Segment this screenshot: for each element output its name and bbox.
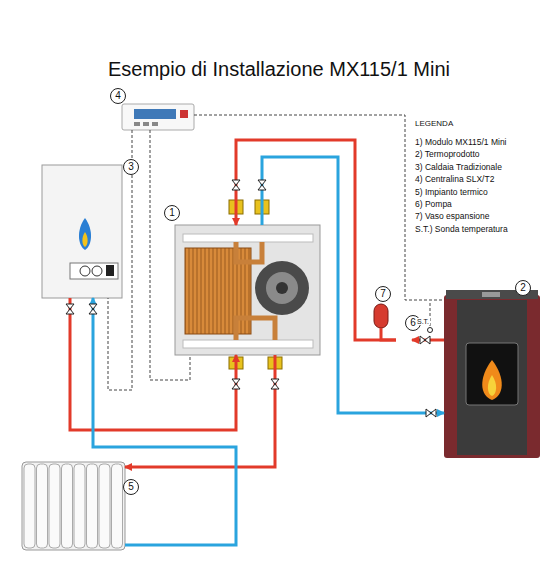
callout-number: 4: [110, 88, 126, 104]
water-pipe: [93, 298, 236, 545]
module-drawing: [175, 200, 320, 369]
legend-row: 4) Centralina SLX/T2: [415, 174, 494, 184]
vessel-drawing: [374, 304, 388, 328]
valve-symbol: [258, 180, 266, 190]
valve-symbol: [271, 379, 279, 389]
boiler-node: 3: [42, 165, 122, 298]
module-node: 1: [175, 225, 320, 355]
legend-text: 1) Modulo MX115/1 Mini: [415, 137, 507, 147]
valve-symbol: [66, 304, 74, 314]
valve-symbol: [420, 336, 430, 344]
legend-row: 6) Pompa: [415, 199, 452, 209]
water-pipe: [381, 328, 396, 340]
legend-text: 5) Impianto termico: [415, 187, 488, 197]
legend-row: 7) Vaso espansione: [415, 211, 490, 221]
legend-text: 2) Termoprodotto: [415, 149, 480, 159]
probe-label: S.T.: [416, 318, 430, 325]
legend-text: 7) Vaso espansione: [415, 211, 490, 221]
legend-row: 5) Impianto termico: [415, 187, 488, 197]
water-pipe: [125, 355, 275, 467]
legend-text: S.T.) Sonda temperatura: [415, 224, 508, 234]
legend-row: S.T.) Sonda temperatura: [415, 224, 508, 234]
expansion-vessel-node: 7: [374, 304, 388, 328]
callout-number: 1: [164, 205, 180, 221]
legend-row: 1) Modulo MX115/1 Mini: [415, 137, 507, 147]
signal-wire: [150, 130, 190, 380]
callout-number: 5: [123, 479, 139, 495]
legend-row: 2) Termoprodotto: [415, 149, 480, 159]
stove-node: 2: [444, 295, 540, 458]
valve-symbol: [232, 379, 240, 389]
callout-number: 7: [375, 286, 391, 302]
boiler-drawing: [42, 165, 122, 298]
valve-symbol: [89, 304, 97, 314]
water-pipe: [70, 298, 236, 430]
legend-row: 3) Caldaia Tradizionale: [415, 162, 502, 172]
pump-node: 6: [396, 332, 412, 348]
callout-number: 2: [515, 280, 531, 296]
legend-text: 6) Pompa: [415, 199, 452, 209]
callout-number: 3: [123, 159, 139, 175]
water-pipe: [236, 140, 396, 340]
stove-drawing: [444, 290, 540, 458]
diagram-title: Esempio di Installazione MX115/1 Mini: [108, 58, 450, 81]
probe-symbol: [428, 328, 433, 333]
legend-text: 4) Centralina SLX/T2: [415, 174, 494, 184]
signal-wire: [194, 115, 444, 300]
radiator-node: 5: [22, 462, 125, 550]
radiator-drawing: [22, 462, 125, 550]
valve-symbol: [426, 409, 436, 417]
legend-heading: LEGENDA: [415, 119, 453, 128]
legend-text: 3) Caldaia Tradizionale: [415, 162, 502, 172]
controller-drawing: [122, 104, 194, 130]
controller-node: 4: [122, 104, 194, 130]
valve-symbol: [232, 180, 240, 190]
